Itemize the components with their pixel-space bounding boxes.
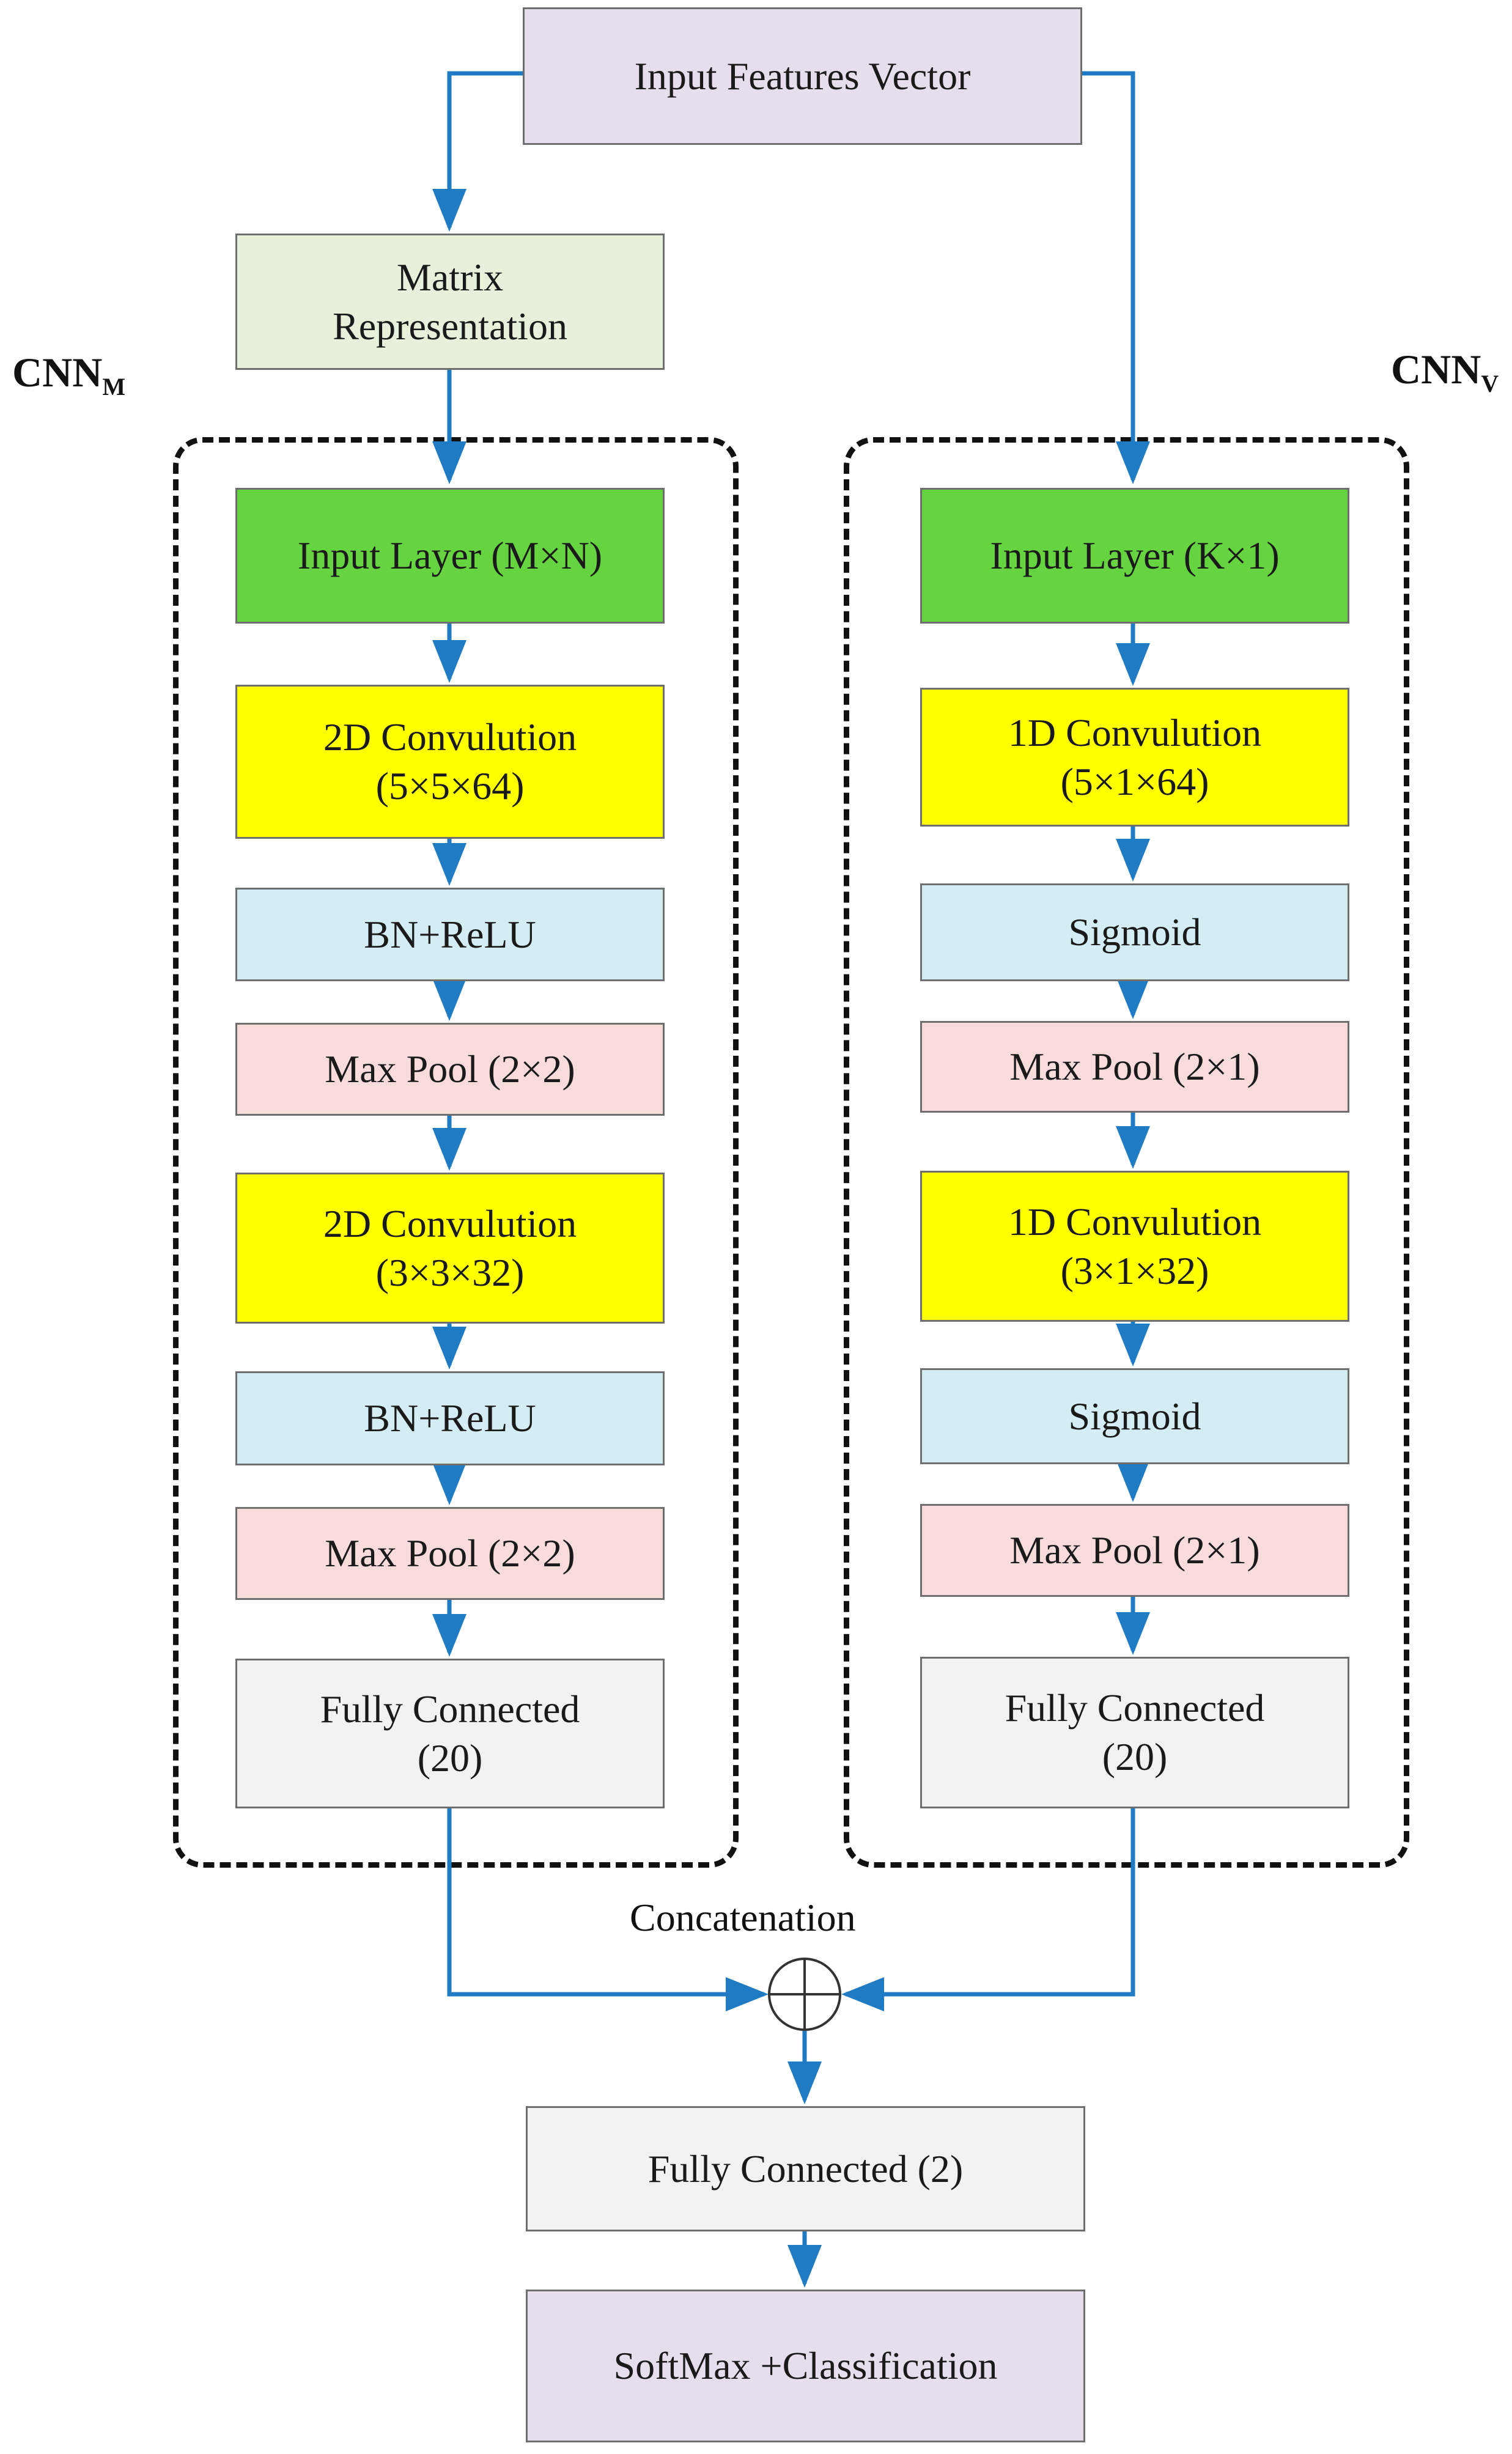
matrix-text-line2: Representation — [333, 304, 567, 348]
cnn-v-act1-text: Sigmoid — [1068, 910, 1201, 954]
final-fc-text: Fully Connected (2) — [647, 2146, 964, 2191]
softmax-text: SoftMax +Classification — [613, 2344, 998, 2387]
cnn-m-fully-connected: Fully Connected (20) — [235, 1659, 665, 1808]
cnn-m-conv2-line1: 2D Convulution — [323, 1201, 577, 1245]
cnn-m-pool2-text: Max Pool (2×2) — [325, 1531, 575, 1575]
cnn-v-group — [844, 437, 1409, 1868]
final-fully-connected-box: Fully Connected (2) — [526, 2106, 1085, 2231]
cnn-m-conv1-line1: 2D Convulution — [323, 715, 577, 759]
cnn-v-act2: Sigmoid — [920, 1368, 1349, 1464]
cnn-m-input-layer: Input Layer (M×N) — [235, 488, 665, 624]
cnn-v-pool2: Max Pool (2×1) — [920, 1504, 1349, 1597]
cnn-m-pool2: Max Pool (2×2) — [235, 1507, 665, 1600]
cnn-v-fc-line1: Fully Connected — [1005, 1686, 1265, 1730]
cnn-m-input-layer-text: Input Layer (M×N) — [297, 534, 603, 577]
cnn-m-conv1-line2: (5×5×64) — [375, 764, 525, 808]
matrix-representation-box: Matrix Representation — [235, 234, 665, 370]
cnn-v-act2-text: Sigmoid — [1068, 1394, 1201, 1438]
concatenation-label: Concatenation — [630, 1896, 856, 1939]
matrix-text-line1: Matrix — [396, 255, 504, 299]
cnn-m-group — [173, 437, 739, 1868]
cnn-m-fc-line2: (20) — [417, 1736, 483, 1780]
cnn-v-pool1: Max Pool (2×1) — [920, 1021, 1349, 1113]
cnn-m-pool1-text: Max Pool (2×2) — [325, 1047, 575, 1091]
softmax-classification-box: SoftMax +Classification — [526, 2290, 1085, 2442]
cnn-m-act1: BN+ReLU — [235, 888, 665, 981]
cnn-v-pool2-text: Max Pool (2×1) — [1009, 1528, 1260, 1572]
arrow-input-to-matrix — [432, 71, 523, 232]
cnn-v-act1: Sigmoid — [920, 883, 1349, 981]
arrow-v-to-concat — [841, 1808, 1135, 2011]
cnn-m-pool1: Max Pool (2×2) — [235, 1023, 665, 1116]
cnn-m-act2: BN+ReLU — [235, 1371, 665, 1465]
cnn-m-fc-line1: Fully Connected — [320, 1687, 580, 1731]
cnn-m-act1-text: BN+ReLU — [364, 912, 536, 956]
cnn-v-input-layer: Input Layer (K×1) — [920, 488, 1349, 624]
cnn-v-conv2-line2: (3×1×32) — [1060, 1248, 1209, 1292]
cnn-v-fully-connected: Fully Connected (20) — [920, 1657, 1349, 1808]
arrow-m-to-concat — [447, 1808, 769, 2011]
cnn-v-fc-line2: (20) — [1102, 1735, 1168, 1778]
cnn-v-conv2-line1: 1D Convulution — [1008, 1199, 1262, 1244]
cnn-v-pool1-text: Max Pool (2×1) — [1009, 1045, 1260, 1088]
cnn-m-conv1: 2D Convulution (5×5×64) — [235, 685, 665, 839]
cnn-m-act2-text: BN+ReLU — [364, 1396, 536, 1440]
cnn-m-conv2: 2D Convulution (3×3×32) — [235, 1173, 665, 1324]
cnn-v-label: CNNV — [1391, 346, 1499, 397]
cnn-m-label: CNNM — [12, 349, 126, 400]
input-features-text: Input Features Vector — [634, 54, 971, 98]
concatenation-symbol — [768, 1958, 841, 2031]
cnn-v-conv1: 1D Convulution (5×1×64) — [920, 688, 1349, 827]
input-features-vector-box: Input Features Vector — [523, 7, 1082, 145]
cnn-v-conv1-line1: 1D Convulution — [1008, 710, 1262, 754]
cnn-v-input-layer-text: Input Layer (K×1) — [990, 534, 1280, 577]
cnn-m-conv2-line2: (3×3×32) — [375, 1250, 525, 1294]
cnn-v-conv2: 1D Convulution (3×1×32) — [920, 1171, 1349, 1322]
arrow-input-to-cnn-v — [1082, 71, 1150, 484]
cnn-v-conv1-line2: (5×1×64) — [1060, 759, 1209, 803]
